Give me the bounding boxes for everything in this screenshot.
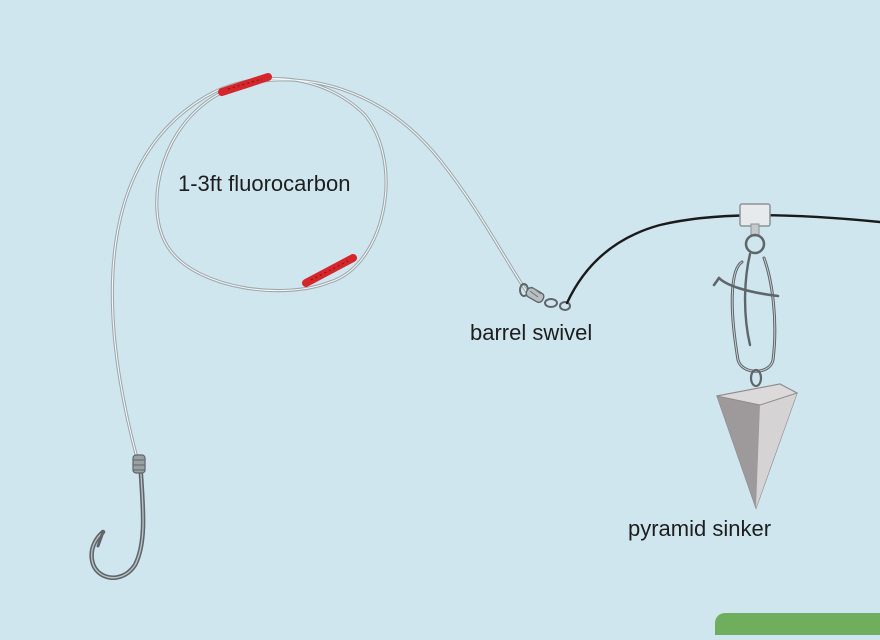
red-knot-wrap-top (218, 73, 272, 96)
snap-clip-icon (712, 233, 780, 388)
barrel-swivel-label: barrel swivel (470, 320, 593, 345)
fluorocarbon-label: 1-3ft fluorocarbon (178, 171, 351, 196)
fluorocarbon-leader (110, 76, 529, 460)
barrel-swivel-icon (519, 283, 571, 311)
leader-line (110, 76, 529, 460)
watermark-badge (715, 613, 880, 635)
red-knot-wrap-bottom (302, 254, 357, 287)
pyramid-sinker-label: pyramid sinker (628, 516, 772, 541)
pyramid-sinker-icon (716, 383, 799, 510)
fish-hook-icon (89, 454, 146, 580)
main-line (565, 213, 880, 305)
leader-line-highlight (111, 78, 528, 459)
sliding-sleeve-icon (739, 203, 771, 237)
